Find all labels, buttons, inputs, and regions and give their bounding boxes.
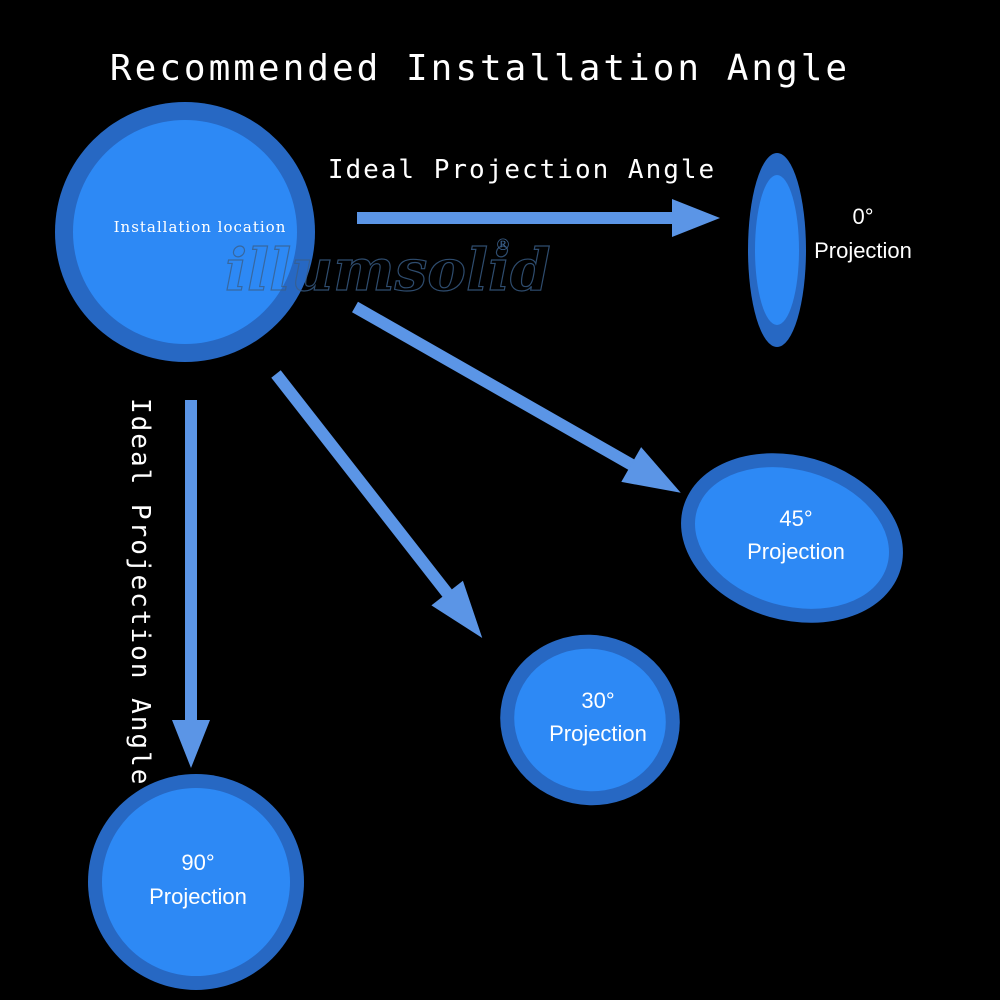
- diagram-title: Recommended Installation Angle: [110, 48, 850, 89]
- installation-location-circle: [55, 102, 315, 362]
- arrow-45: [352, 301, 681, 493]
- horizontal-arrow-label: Ideal Projection Angle: [328, 155, 716, 185]
- installation-location-label: Installation location: [114, 218, 287, 236]
- watermark-text: illumsolid: [225, 236, 551, 304]
- projection-0-label: Projection: [814, 238, 912, 263]
- vertical-arrow-label: Ideal Projection Angle: [125, 398, 155, 786]
- projection-45-shape: [681, 453, 903, 623]
- projection-30-angle: 30°: [581, 688, 614, 713]
- projection-30-label: Projection: [549, 721, 647, 746]
- projection-90-shape: [88, 774, 304, 990]
- projection-90-angle: 90°: [181, 850, 214, 875]
- arrow-vertical: [172, 400, 210, 768]
- watermark-logo: illumsolid ®: [224, 235, 551, 305]
- projection-0-angle: 0°: [852, 204, 873, 229]
- registered-mark: ®: [495, 235, 511, 254]
- projection-90-label: Projection: [149, 884, 247, 909]
- projection-0-shape: [748, 153, 806, 347]
- arrow-30: [271, 370, 483, 638]
- projection-45-label: Projection: [747, 539, 845, 564]
- projection-45-angle: 45°: [779, 506, 812, 531]
- arrow-horizontal: [357, 199, 720, 237]
- projection-30-shape: [500, 634, 680, 806]
